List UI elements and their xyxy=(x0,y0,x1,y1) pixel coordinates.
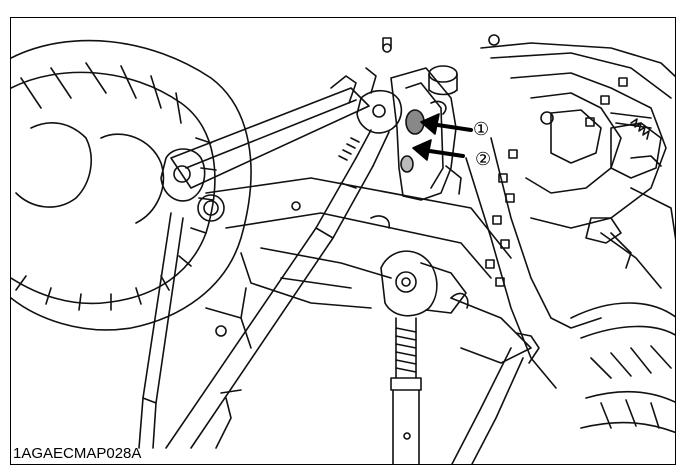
top-link-bracket xyxy=(390,65,462,201)
figure-caption: 1AGAECMAP028A xyxy=(13,445,142,462)
right-lift-rod-assembly xyxy=(380,250,540,464)
top-link xyxy=(165,89,403,449)
hitch-pin xyxy=(370,34,500,229)
figure-frame: ① ② 1AGAECMAP028A xyxy=(10,17,676,465)
lift-arm xyxy=(160,67,377,222)
lift-rod-left xyxy=(138,212,227,449)
callout-1: ① xyxy=(473,119,490,139)
tractor-three-point-hitch-illustration xyxy=(11,34,675,464)
drawbar-frame xyxy=(205,177,512,449)
rear-tire xyxy=(11,39,252,331)
transmission-housing xyxy=(465,42,675,389)
callout-2: ② xyxy=(475,149,492,169)
callout-arrows xyxy=(412,113,473,161)
right-tire xyxy=(570,302,675,434)
